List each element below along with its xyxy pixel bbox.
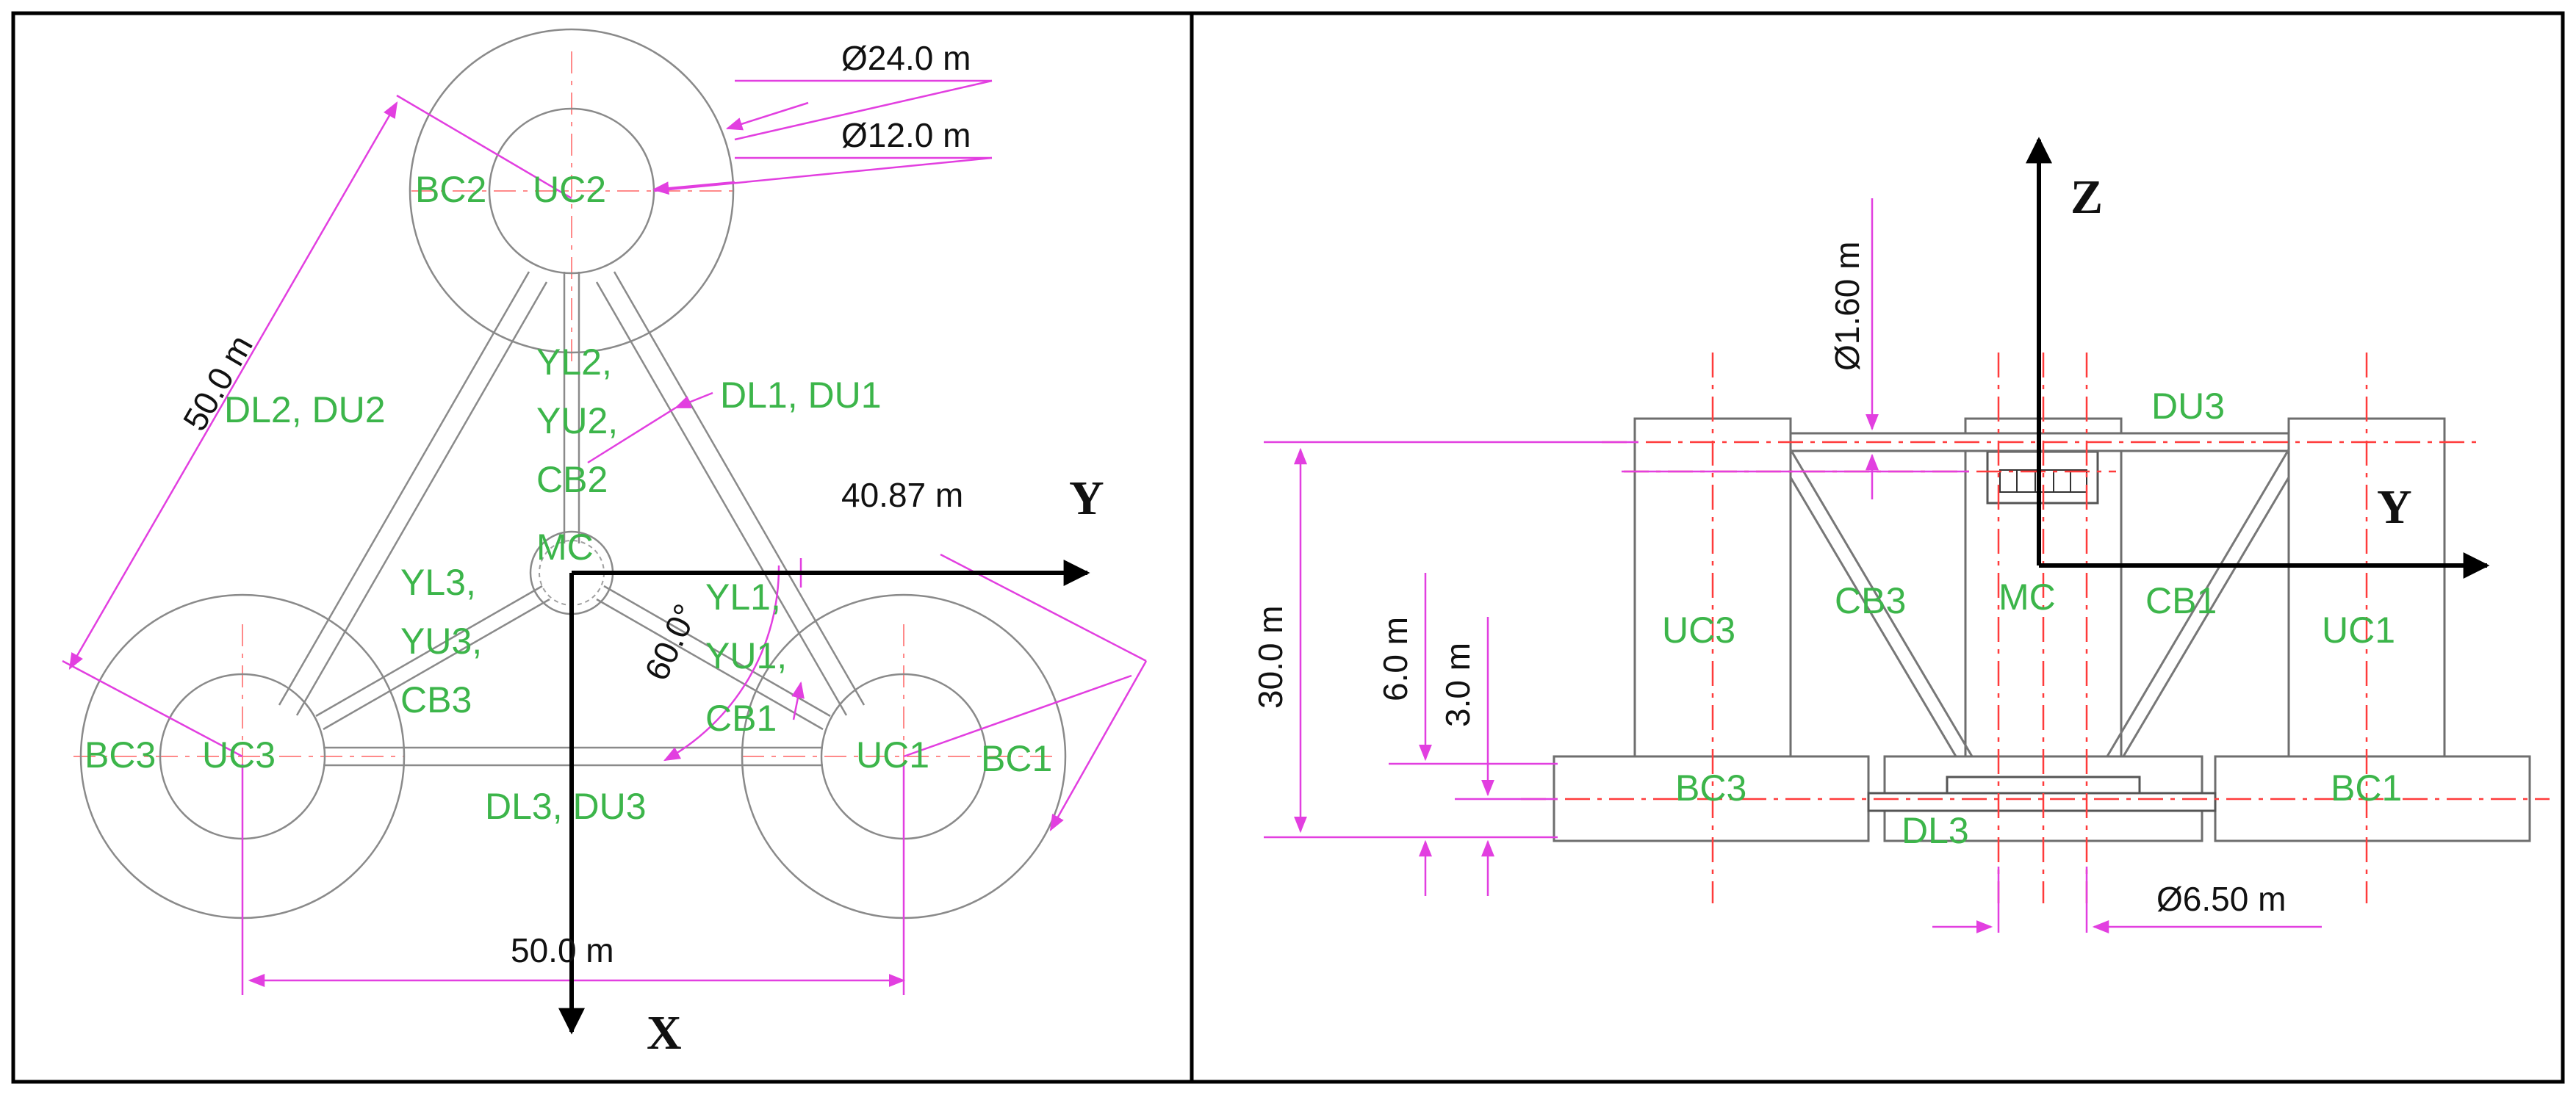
bc2-outer-circle <box>409 28 735 354</box>
outer-diameter-dim: Ø24.0 m <box>841 39 971 77</box>
label-uc2: UC2 <box>533 169 606 210</box>
elev-y-axis-label: Y <box>2377 480 2412 534</box>
label-yl1: YL1, <box>705 577 781 618</box>
label-uc1: UC1 <box>2322 610 2395 651</box>
label-cb3: CB3 <box>1835 580 1906 621</box>
label-mc: MC <box>536 527 594 568</box>
brace-diameter-dim: Ø1.60 m <box>1828 242 1866 371</box>
label-cb2: CB2 <box>536 459 608 500</box>
plan-view: Ø24.0 m Ø12.0 m 50.0 m 50.0 m 40.87 m 60… <box>62 28 1148 1060</box>
label-uc1: UC1 <box>856 734 929 776</box>
plan-y-axis-label: Y <box>1069 471 1104 525</box>
elev-z-axis-label: Z <box>2070 170 2103 224</box>
depth2-dim: 3.0 m <box>1439 643 1477 727</box>
elevation-dimension-lines <box>1264 198 2322 933</box>
elevation-centerlines <box>1521 353 2550 903</box>
label-yl2: YL2, <box>536 341 612 383</box>
label-bc1: BC1 <box>981 738 1052 779</box>
height-dim: 30.0 m <box>1251 605 1289 709</box>
label-du3: DU3 <box>2151 386 2225 427</box>
dl3-lower-brace <box>1867 792 2217 812</box>
depth1-dim: 6.0 m <box>1376 617 1414 701</box>
inner-diameter-dim: Ø12.0 m <box>841 116 971 154</box>
side-length-bottom-dim: 50.0 m <box>511 931 614 969</box>
label-dl3: DL3 <box>1902 810 1969 851</box>
label-yu1: YU1, <box>705 635 787 676</box>
offset-dim: 40.87 m <box>841 476 963 514</box>
label-yu3: YU3, <box>400 621 482 662</box>
label-bc2: BC2 <box>415 169 486 210</box>
angle-arc <box>663 565 780 762</box>
label-dl1-du1: DL1, DU1 <box>720 375 882 416</box>
label-cb1: CB1 <box>705 698 777 739</box>
cross-braces <box>1789 449 2290 765</box>
label-bc3: BC3 <box>1675 767 1746 809</box>
label-uc3: UC3 <box>1662 610 1735 651</box>
outer-frame <box>11 11 2565 1084</box>
label-mc: MC <box>1998 577 2056 618</box>
label-bc1: BC1 <box>2331 767 2402 809</box>
label-yu2: YU2, <box>536 400 618 441</box>
pontoon-diameter-dim: Ø6.50 m <box>2156 880 2286 918</box>
plan-dimension-lines <box>62 79 1148 995</box>
label-yl3: YL3, <box>400 562 476 603</box>
label-cb3: CB3 <box>400 679 472 720</box>
label-dl3-du3: DL3, DU3 <box>485 786 647 827</box>
plan-x-axis-label: X <box>647 1006 682 1060</box>
label-cb1: CB1 <box>2145 580 2217 621</box>
elevation-view: Ø1.60 m 30.0 m 6.0 m 3.0 m Ø6.50 m Z Y D… <box>1251 137 2550 933</box>
label-bc3: BC3 <box>84 734 156 776</box>
label-uc3: UC3 <box>202 734 276 776</box>
label-dl2-du2: DL2, DU2 <box>224 389 386 430</box>
